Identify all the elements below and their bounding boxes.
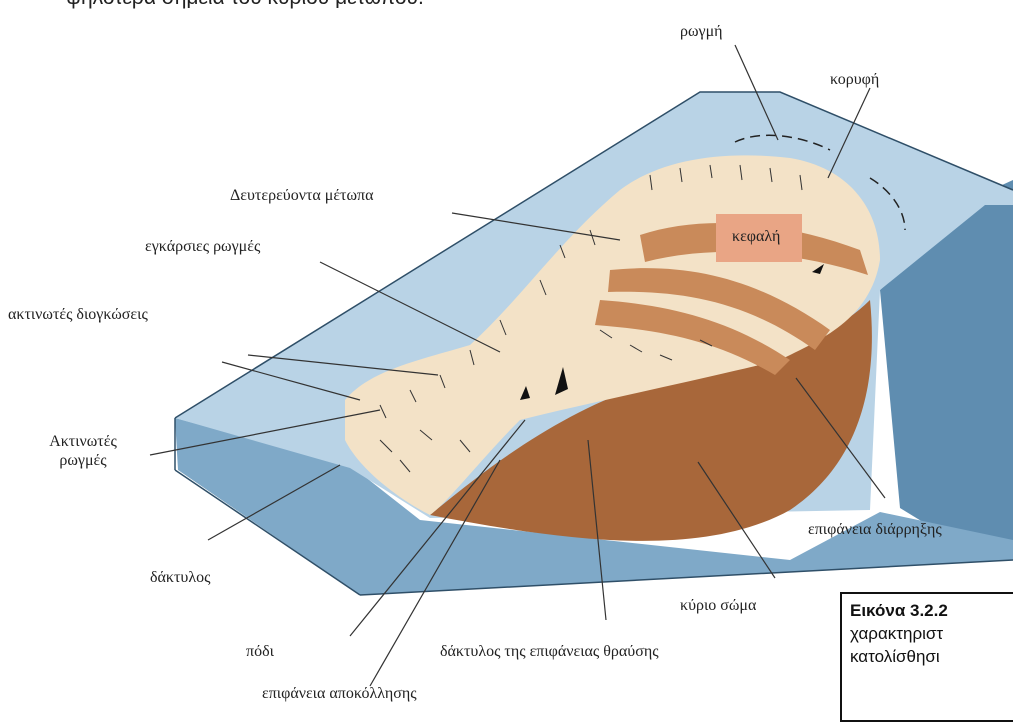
caption-title: Εικόνα 3.2.2 [850, 600, 1013, 623]
label-epifaneia-apokollisis: επιφάνεια αποκόλλησης [262, 684, 417, 703]
label-aktinotes-rogmes: Ακτινωτές ρωγμές [38, 432, 128, 470]
caption-line1: χαρακτηριστ [850, 623, 1013, 646]
label-koryfi: κορυφή [830, 70, 879, 89]
label-rogmi: ρωγμή [680, 22, 723, 41]
label-kyrio-soma: κύριο σώμα [680, 596, 756, 615]
label-daktylos: δάκτυλος [150, 568, 210, 587]
header-text: ψηλότερα σημεία του κύριου μετώπου. [66, 0, 424, 10]
label-kefali: κεφαλή [732, 228, 780, 246]
label-aktinotes-rogmes-line1: Ακτινωτές [38, 432, 128, 451]
head-box: κεφαλή [716, 214, 802, 262]
figure-caption: Εικόνα 3.2.2 χαρακτηριστ κατολίσθησι [840, 592, 1013, 722]
label-epifaneia-diarrixis: επιφάνεια διάρρηξης [808, 520, 942, 539]
label-podi: πόδι [246, 642, 274, 661]
caption-line2: κατολίσθησι [850, 646, 1013, 669]
label-aktinotes-rogmes-line2: ρωγμές [38, 451, 128, 470]
label-egkarsies: εγκάρσιες ρωγμές [145, 237, 260, 256]
label-daktylos-thrausis: δάκτυλος της επιφάνειας θραύσης [440, 642, 659, 661]
label-aktinotes-diogkoseis: ακτινωτές διογκώσεις [8, 305, 148, 324]
label-deutereuonta: Δευτερεύοντα μέτωπα [230, 186, 373, 205]
